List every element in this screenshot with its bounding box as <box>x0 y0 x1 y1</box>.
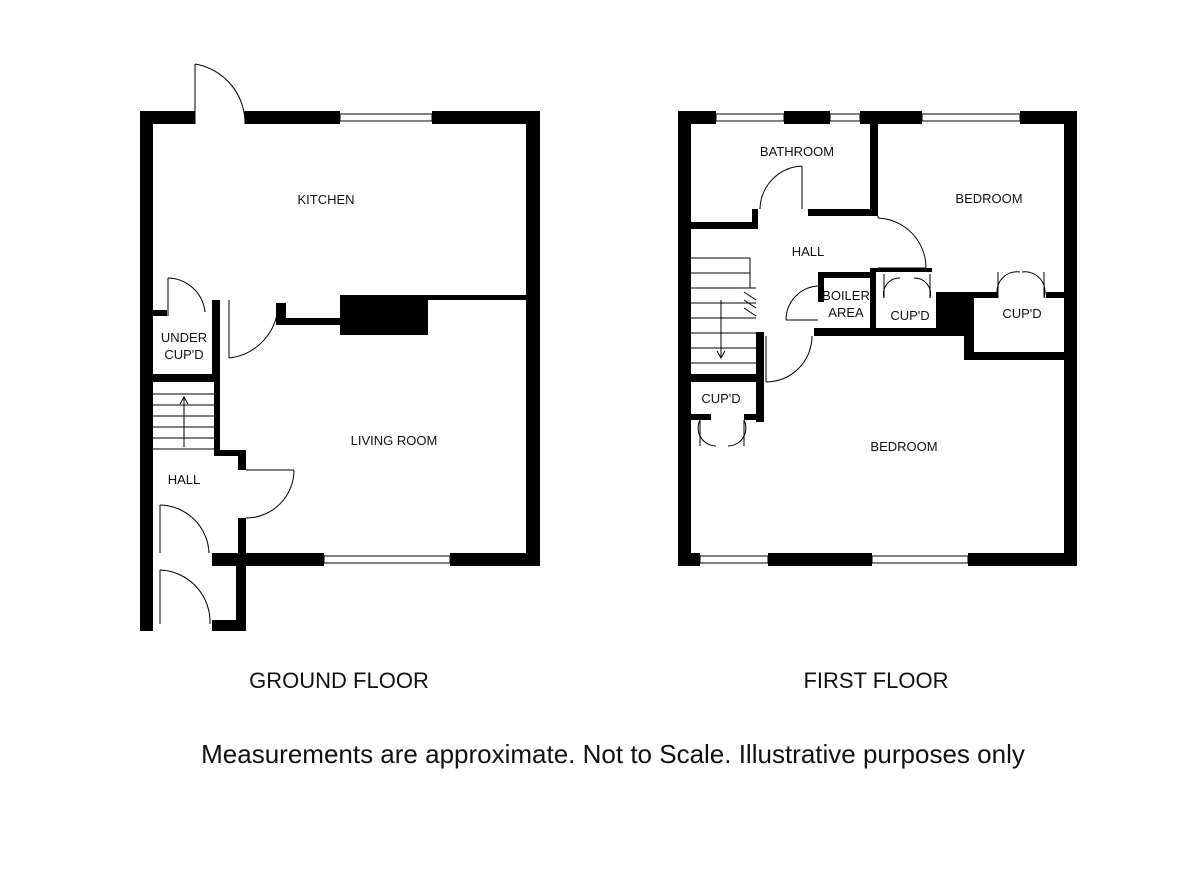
room-label-bedroom-front: BEDROOM <box>955 191 1022 206</box>
gf-cupd-wall-top <box>153 310 167 316</box>
ff-wall-bottom-2 <box>768 553 872 566</box>
ff-wall-bottom-3 <box>968 553 1077 566</box>
gf-wall-bottom-left <box>212 553 324 566</box>
room-label-ff-hall: HALL <box>792 244 825 259</box>
room-label-cupd-middle: CUP'D <box>890 308 929 323</box>
first-floor-title: FIRST FLOOR <box>803 668 948 693</box>
room-label-cupd-small: CUP'D <box>701 391 740 406</box>
room-label-cupd-right: CUP'D <box>1002 306 1041 321</box>
ground-floor-plan: KITCHEN LIVING ROOM UNDER CUP'D HALL <box>140 63 540 631</box>
ff-cupd3-wall-bottom <box>964 352 1064 360</box>
ground-floor-title: GROUND FLOOR <box>249 668 429 693</box>
ff-bath-wall-right <box>870 124 878 216</box>
ff-doors <box>697 165 1046 447</box>
ff-wall-bottom-1 <box>678 553 700 566</box>
gf-porch-wall-bottom <box>212 620 246 631</box>
gf-wall-stub-2 <box>276 318 340 325</box>
gf-doors <box>159 63 295 625</box>
ff-window-bedroom <box>921 113 1021 122</box>
ff-wall-top-2 <box>784 111 830 124</box>
ff-cupd-small-wall-bottom <box>691 414 711 420</box>
room-label-under-cupd-1: UNDER <box>161 330 207 345</box>
gf-stairs <box>153 393 214 450</box>
ff-stairs <box>691 257 757 364</box>
ff-bath-wall-bottom <box>691 222 753 229</box>
gf-hall-wall-4 <box>238 518 246 566</box>
gf-cupd-wall-right <box>212 300 220 382</box>
ff-cupd-small-wall-bottom-2 <box>744 414 764 420</box>
room-label-kitchen: KITCHEN <box>297 192 354 207</box>
ff-boiler-wall-left <box>818 272 824 302</box>
gf-chimney-breast <box>340 295 428 335</box>
gf-window-kitchen <box>339 113 433 122</box>
gf-porch-wall-right <box>236 566 246 631</box>
ff-cupd-wall-top <box>876 268 932 272</box>
first-floor-plan: BATHROOM BEDROOM HALL BOILER AREA CUP'D … <box>678 111 1077 566</box>
room-label-gf-hall: HALL <box>168 472 201 487</box>
ff-wall-left <box>678 111 691 566</box>
gf-wall-bottom-right <box>450 553 540 566</box>
gf-wall-top-left <box>140 111 195 124</box>
ff-cupd3-wall-top-2 <box>1046 292 1064 298</box>
ff-bath-wall-bottom-2 <box>808 209 876 216</box>
room-label-bathroom: BATHROOM <box>760 144 834 159</box>
disclaimer-text: Measurements are approximate. Not to Sca… <box>201 739 1025 769</box>
gf-hall-wall-2 <box>214 450 242 456</box>
ff-boiler-wall-top <box>818 272 874 278</box>
gf-wall-kitchen-living <box>426 295 526 300</box>
gf-wall-right <box>526 111 540 566</box>
ff-boiler-wall-right <box>870 268 876 334</box>
ff-window-bath-1 <box>715 113 785 122</box>
ff-wall-right <box>1064 111 1077 566</box>
gf-wall-left <box>140 111 153 631</box>
gf-wall-top-mid <box>245 111 340 124</box>
gf-window-living <box>323 555 451 564</box>
room-label-boiler-1: BOILER <box>822 288 870 303</box>
room-label-living-room: LIVING ROOM <box>351 433 438 448</box>
room-label-bedroom-main: BEDROOM <box>870 439 937 454</box>
ff-cupd-small-wall-top <box>691 374 764 382</box>
ff-cupd3-wall-left <box>964 292 974 358</box>
ff-wall-top-3 <box>860 111 922 124</box>
ff-window-front-1 <box>699 555 769 564</box>
gf-wall-top-right <box>432 111 540 124</box>
ff-window-bath-2 <box>829 113 861 122</box>
ff-window-front-2 <box>871 555 969 564</box>
ff-wall-top-4 <box>1020 111 1077 124</box>
ff-bath-wall-stub <box>752 209 758 229</box>
gf-cupd-wall-bottom <box>153 374 220 382</box>
room-label-boiler-2: AREA <box>828 305 864 320</box>
ff-cupd3-wall-top <box>970 292 998 298</box>
ff-landing-wall-bottom <box>814 328 974 336</box>
room-label-under-cupd-2: CUP'D <box>164 347 203 362</box>
gf-hall-wall-3 <box>238 450 246 470</box>
gf-hall-wall <box>214 382 220 454</box>
gf-wall-stub <box>276 303 286 325</box>
